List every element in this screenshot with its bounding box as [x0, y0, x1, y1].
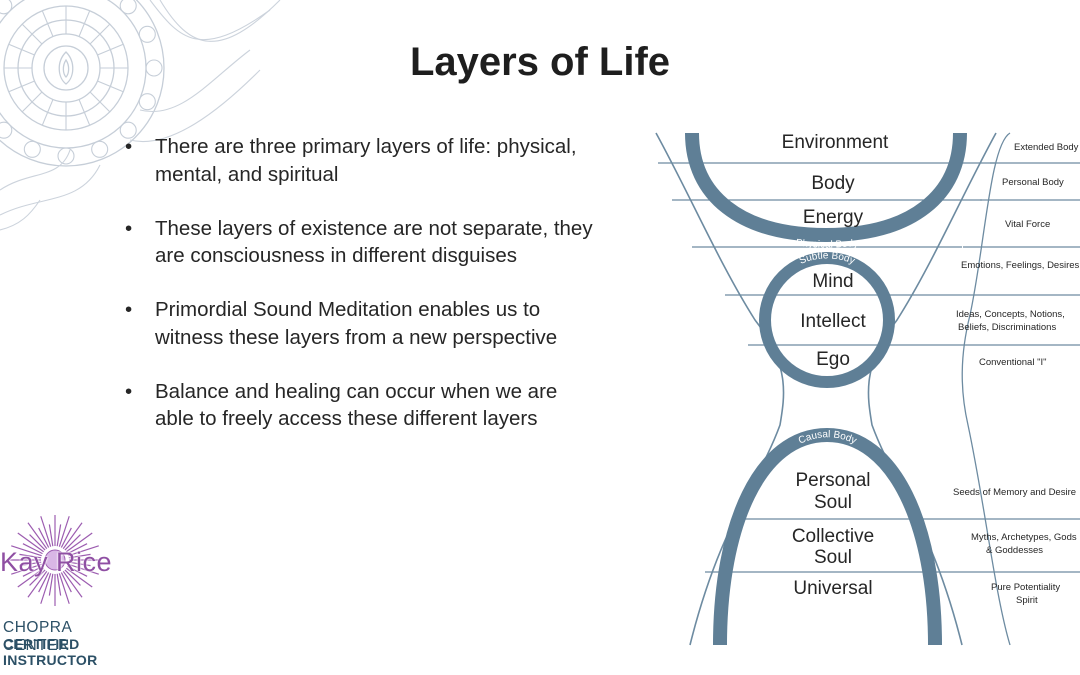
description-mind: Emotions, Feelings, Desires — [961, 260, 1080, 271]
bullet-text: These layers of existence are not separa… — [155, 216, 593, 268]
causal-body-label: Causal Body — [797, 429, 858, 446]
layer-label-energy: Energy — [803, 207, 864, 228]
description-ego: Conventional "I" — [979, 357, 1046, 368]
physical-body-arc — [685, 132, 967, 243]
right-bracket — [961, 132, 1011, 646]
description-body: Personal Body — [1002, 177, 1064, 188]
description-intellect: Ideas, Concepts, Notions,Beliefs, Discri… — [956, 309, 1065, 333]
logo-certification: CERTIFIED INSTRUCTOR — [3, 636, 98, 668]
description-personal-soul: Seeds of Memory and Desire — [953, 487, 1076, 498]
layer-separators — [658, 162, 1080, 573]
layers-diagram: Physical Body Subtle Body Causal Body En… — [655, 132, 1080, 646]
logo-name: Kay Rice — [0, 547, 113, 577]
instructor-logo: Kay Rice CHOPRA CENTER CERTIFIED INSTRUC… — [0, 515, 140, 668]
layer-labels: Environment Body Energy Mind Intellect E… — [782, 132, 889, 370]
physical-body-label: Physical Body — [795, 238, 858, 251]
layer-label-body: Body — [811, 173, 855, 194]
bullet-text: Balance and healing can occur when we ar… — [155, 379, 558, 431]
layer-label-environment: Environment — [782, 132, 889, 153]
bullet-dot: • — [125, 379, 133, 403]
description-environment: Extended Body — [1014, 142, 1079, 153]
bullet-item: • Balance and healing can occur when we a… — [125, 378, 595, 433]
description-collective-soul: Myths, Archetypes, Gods& Goddesses — [971, 532, 1077, 556]
bullet-item: • There are three primary layers of life:… — [125, 133, 595, 188]
layer-label-intellect: Intellect — [800, 311, 866, 332]
bullet-item: • Primordial Sound Meditation enables us … — [125, 296, 595, 351]
bullet-item: • These layers of existence are not separ… — [125, 215, 595, 270]
layer-label-ego: Ego — [816, 349, 850, 370]
description-energy: Vital Force — [1005, 219, 1050, 230]
bullet-list: • There are three primary layers of life:… — [125, 133, 595, 459]
layer-label-universal: Universal — [793, 578, 872, 599]
bullet-text: There are three primary layers of life: … — [155, 135, 577, 186]
layer-label-mind: Mind — [812, 271, 853, 292]
label-line: Soul — [814, 547, 852, 568]
label-line: Collective — [792, 526, 874, 547]
bullet-dot: • — [125, 135, 133, 158]
bullet-dot: • — [125, 298, 133, 321]
label-line: Personal — [796, 470, 871, 491]
bullet-text: Primordial Sound Meditation enables us t… — [155, 298, 558, 349]
subtle-body-label: Subtle Body — [798, 250, 857, 266]
sunburst-icon — [9, 515, 101, 606]
logo-org: CHOPRA CENTER — [3, 619, 72, 654]
mandala-decoration — [0, 0, 281, 231]
slide-title: Layers of Life — [409, 40, 671, 84]
layer-descriptions: Extended Body Personal Body Vital Force … — [953, 142, 1080, 606]
subtle-body-ring — [759, 252, 895, 388]
label-line: Soul — [814, 492, 852, 513]
causal-body-arch — [713, 427, 942, 646]
bullet-dot: • — [125, 216, 133, 240]
